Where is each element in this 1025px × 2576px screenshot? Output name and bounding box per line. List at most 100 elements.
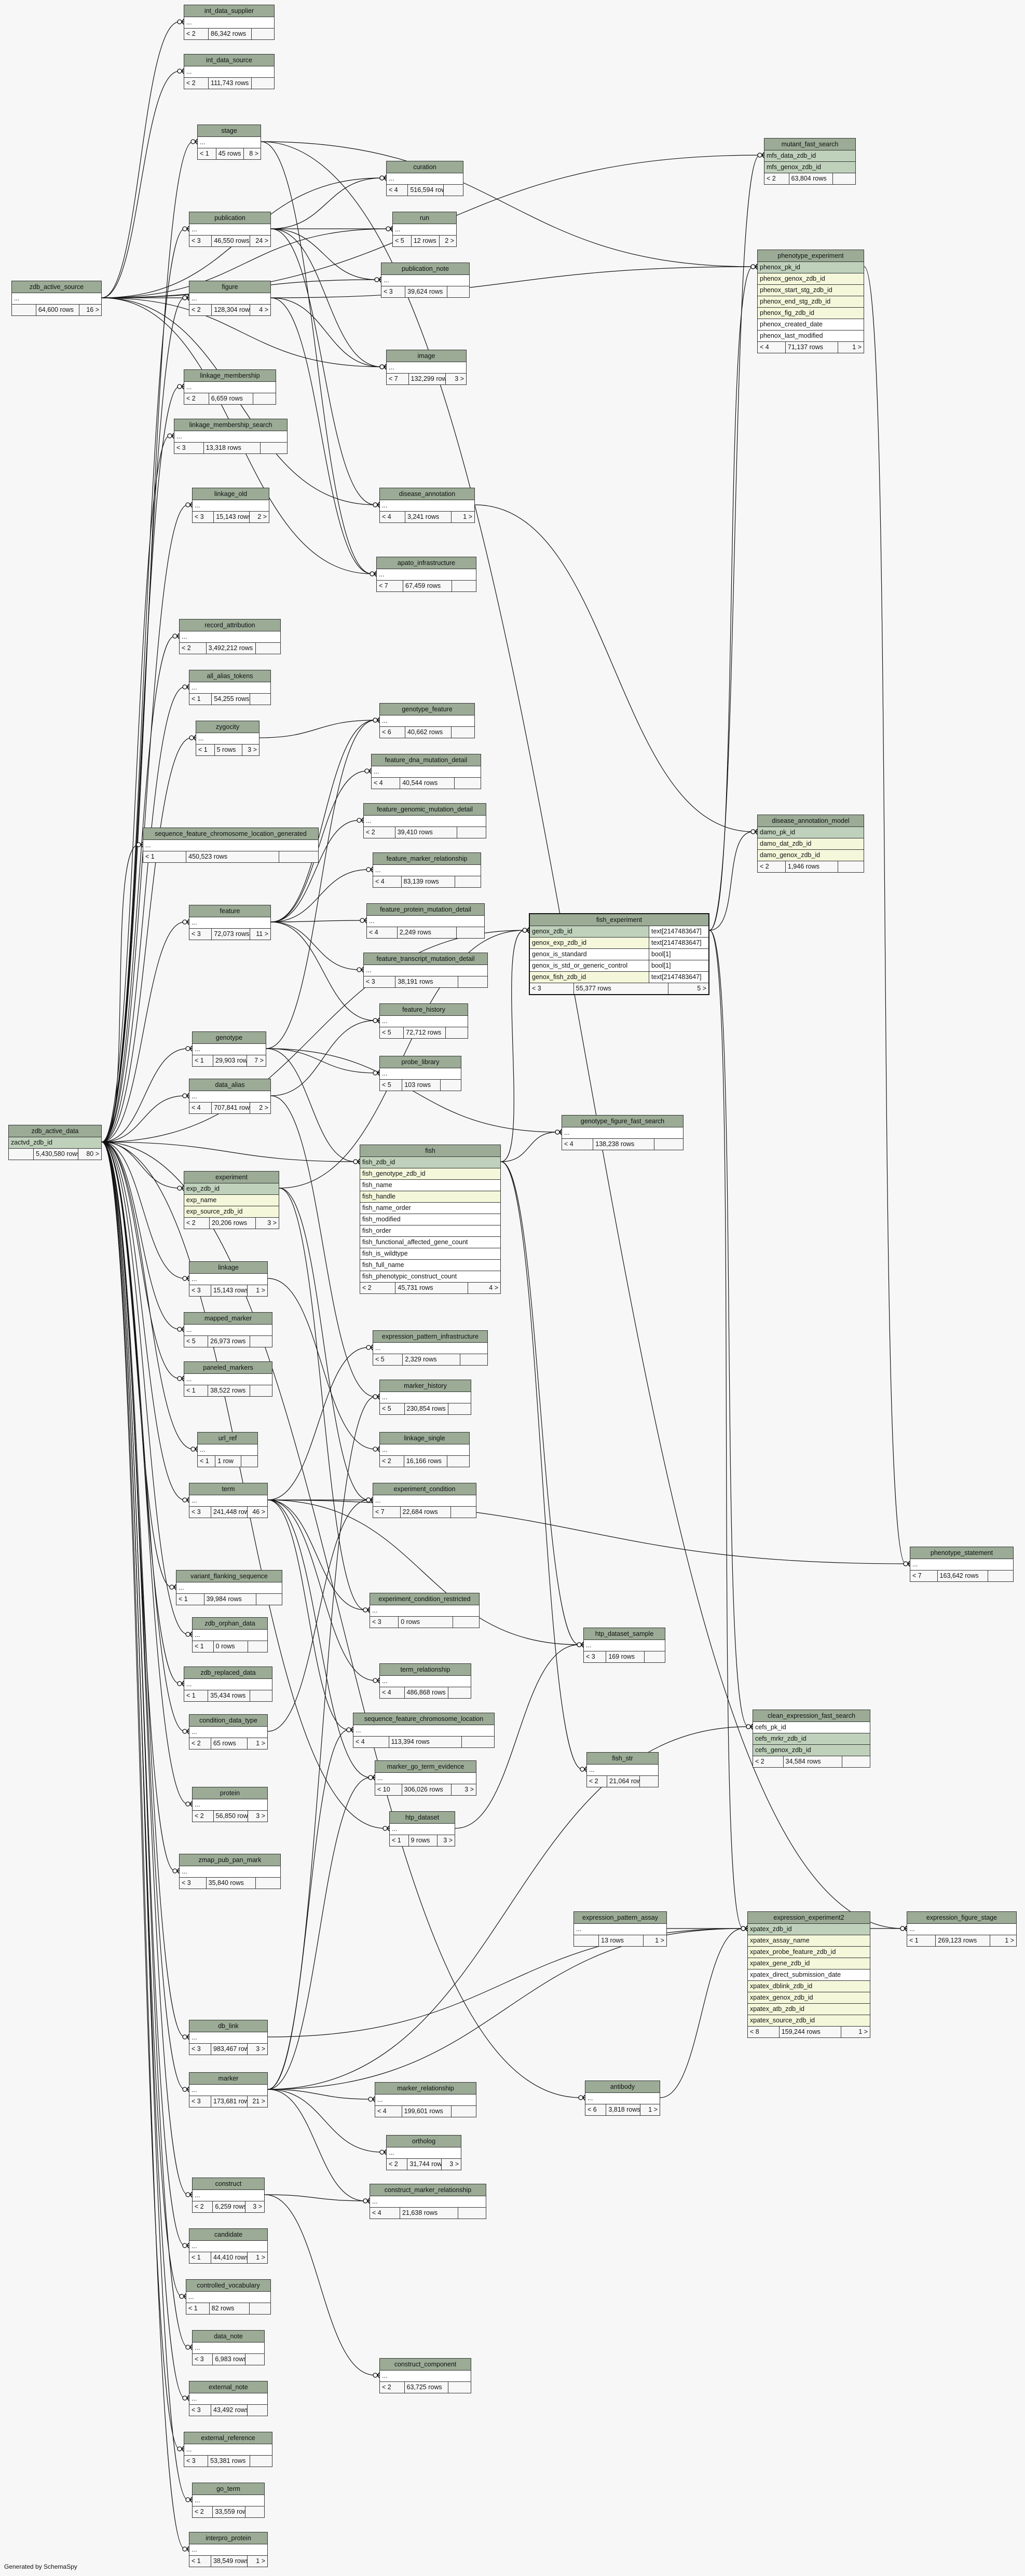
table-column[interactable]: ... [189, 224, 270, 236]
table-column[interactable]: ... [370, 1605, 479, 1617]
table-name[interactable]: int_data_supplier [184, 5, 274, 17]
children-link[interactable] [455, 778, 481, 789]
table-name[interactable]: sequence_feature_chromosome_location [353, 1713, 494, 1725]
table-column[interactable]: ... [562, 1127, 683, 1139]
table-column[interactable]: phenox_last_modified [758, 330, 864, 342]
table-name[interactable]: expression_figure_stage [907, 1912, 1016, 1924]
table-column[interactable]: fish_handle [360, 1191, 500, 1203]
parents-link[interactable]: < 2 [184, 29, 209, 39]
children-link[interactable]: 8 > [249, 150, 258, 157]
table-column[interactable]: ... [198, 137, 261, 148]
table-name[interactable]: candidate [189, 2229, 267, 2241]
parents-link[interactable]: < 1 [196, 745, 215, 755]
children-link[interactable] [245, 2354, 264, 2365]
children-link[interactable] [250, 2303, 270, 2314]
parents-link[interactable]: < 3 [174, 443, 204, 453]
table-name[interactable]: feature_transcript_mutation_detail [364, 953, 487, 965]
table-column[interactable]: ... [193, 1630, 267, 1641]
parents-link[interactable]: < 3 [184, 2456, 209, 2467]
table-name[interactable]: feature_genomic_mutation_detail [364, 804, 486, 816]
children-link[interactable]: 2 > [445, 237, 454, 244]
children-link[interactable]: 1 > [256, 1287, 265, 1294]
table-name[interactable]: interpro_protein [189, 2532, 267, 2544]
table-column[interactable]: damo_genox_zdb_id [758, 850, 864, 861]
parents-link[interactable]: < 6 [380, 727, 406, 738]
children-link[interactable]: 1 > [463, 513, 472, 520]
table-name[interactable]: construct [193, 2178, 264, 2190]
children-link[interactable] [279, 851, 318, 862]
table-name[interactable]: expression_experiment2 [748, 1912, 870, 1924]
table-column[interactable]: ... [189, 2544, 267, 2556]
children-link[interactable] [452, 581, 476, 591]
table-column[interactable]: ... [367, 916, 484, 927]
children-link[interactable]: 4 > [489, 1284, 498, 1291]
table-column[interactable]: damo_pk_id [758, 827, 864, 838]
table-name[interactable]: zmap_pub_pan_mark [180, 1854, 280, 1866]
table-column[interactable]: xpatex_direct_submission_date [748, 1969, 870, 1981]
table-column[interactable]: cefs_genox_zdb_id [753, 1745, 870, 1756]
table-column[interactable]: ... [189, 917, 270, 929]
parents-link[interactable]: < 2 [758, 861, 786, 872]
children-link[interactable] [245, 2506, 264, 2517]
table-name[interactable]: linkage_old [193, 488, 269, 500]
children-link[interactable]: 1 > [256, 1740, 265, 1747]
table-column[interactable]: ... [189, 293, 270, 305]
table-name[interactable]: record_attribution [180, 619, 280, 631]
parents-link[interactable]: < 1 [189, 694, 212, 705]
table-column[interactable]: ... [189, 2241, 267, 2252]
table-column[interactable]: ... [193, 1799, 267, 1811]
table-column[interactable]: ... [364, 816, 486, 827]
table-name[interactable]: expression_pattern_infrastructure [373, 1331, 487, 1343]
parents-link[interactable]: < 1 [184, 1690, 209, 1701]
table-column[interactable]: ... [380, 1016, 468, 1027]
children-link[interactable] [256, 1878, 280, 1889]
table-name[interactable]: fish [360, 1145, 500, 1157]
table-column[interactable]: phenox_created_date [758, 319, 864, 330]
children-link[interactable] [654, 1139, 683, 1150]
table-column[interactable]: ... [380, 715, 474, 727]
parents-link[interactable]: < 4 [353, 1737, 389, 1747]
parents-link[interactable]: < 8 [748, 2027, 780, 2037]
parents-link[interactable]: < 1 [184, 1385, 209, 1396]
parents-link[interactable]: < 2 [184, 78, 209, 89]
parents-link[interactable]: < 4 [373, 876, 402, 887]
table-column[interactable]: ... [574, 1924, 666, 1935]
table-column[interactable]: ... [907, 1924, 1016, 1935]
table-feature-transcript-mutation-detail[interactable]: feature_transcript_mutation_detail...< 3… [363, 953, 488, 988]
children-link[interactable] [457, 927, 484, 938]
table-column[interactable]: ... [198, 1444, 257, 1456]
table-column[interactable]: ... [364, 965, 487, 976]
table-name[interactable]: feature_history [380, 1004, 468, 1016]
table-column[interactable]: ... [193, 2495, 264, 2506]
table-go-term[interactable]: go_term...< 233,559 rows [192, 2483, 265, 2518]
table-name[interactable]: experiment_condition_restricted [370, 1593, 479, 1605]
children-link[interactable]: 3 > [455, 375, 464, 382]
children-link[interactable] [252, 29, 274, 39]
parents-link[interactable]: < 5 [380, 1080, 403, 1091]
parents-link[interactable]: < 1 [390, 1835, 409, 1846]
table-column[interactable]: ... [377, 569, 476, 581]
table-name[interactable]: curation [387, 161, 463, 173]
children-link[interactable] [453, 1617, 479, 1628]
